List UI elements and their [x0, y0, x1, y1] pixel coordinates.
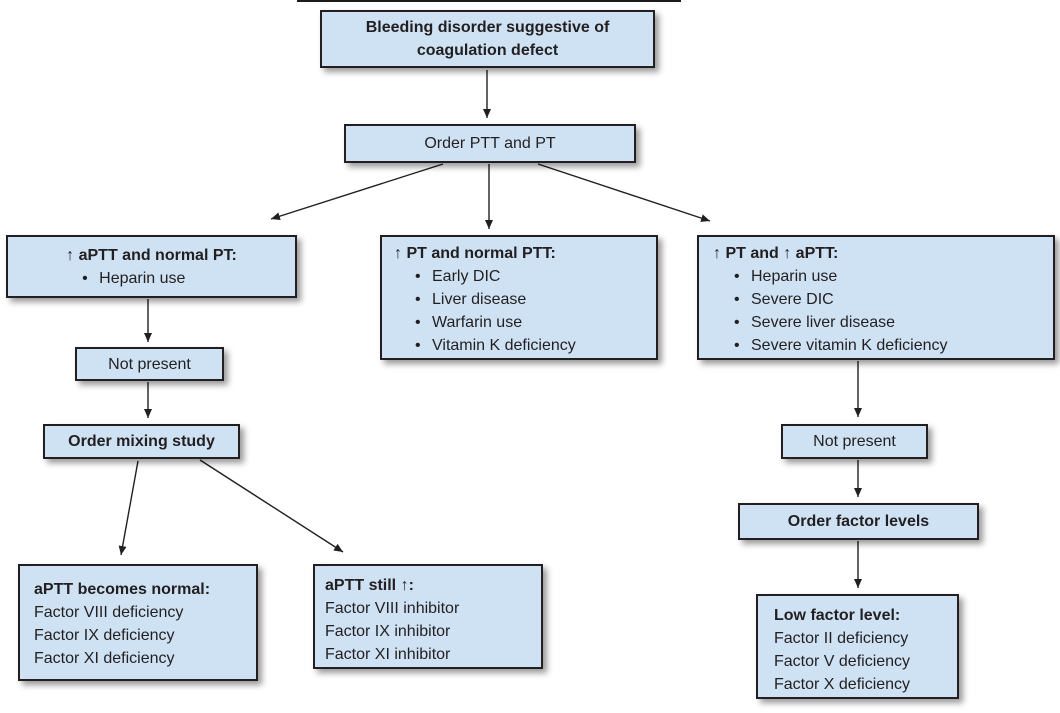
node-order-factor-levels: Order factor levels	[738, 503, 979, 540]
bullet-marker: •	[415, 291, 421, 308]
node-pt-high-title: ↑ PT and normal PTT:	[394, 245, 556, 262]
node-low-factor-line: Factor X deficiency	[774, 676, 911, 693]
node-pt-high-bullet: Early DIC	[432, 268, 501, 285]
bullet-marker: •	[82, 269, 88, 287]
node-aptt-still-line: Factor XI inhibitor	[325, 646, 451, 663]
node-aptt-still-line: Factor IX inhibitor	[325, 623, 451, 640]
node-low-factor-level: Low factor level: Factor II deficiency F…	[756, 594, 959, 699]
node-not-present-left: Not present	[75, 347, 224, 381]
node-aptt-still-title: aPTT still ↑:	[325, 577, 414, 594]
node-pt-high-bullet: Vitamin K deficiency	[432, 337, 576, 354]
node-not-present-left-label: Not present	[108, 355, 191, 373]
arrow-order-to-aptt-high	[270, 163, 444, 221]
node-low-factor-title: Low factor level:	[774, 607, 901, 624]
bullet-marker: •	[415, 337, 421, 354]
node-not-present-right-label: Not present	[813, 433, 896, 450]
node-order-ptt-pt: Order PTT and PT	[344, 124, 636, 163]
node-both-high-bullet: Severe vitamin K deficiency	[751, 337, 948, 354]
node-not-present-right: Not present	[781, 424, 928, 459]
node-aptt-normal-title: aPTT becomes normal:	[34, 581, 211, 598]
node-both-high-bullet: Severe liver disease	[751, 314, 896, 331]
node-aptt-high-title: ↑ aPTT and normal PT:	[66, 246, 237, 264]
bullet-marker: •	[734, 337, 740, 354]
node-aptt-becomes-normal: aPTT becomes normal: Factor VIII deficie…	[18, 564, 258, 681]
node-root: Bleeding disorder suggestive of coagulat…	[320, 10, 655, 68]
node-both-high-title: ↑ PT and ↑ aPTT:	[713, 245, 839, 262]
node-order-ptt-pt-label: Order PTT and PT	[424, 135, 556, 152]
bullet-marker: •	[734, 291, 740, 308]
node-pt-high-bullet: Liver disease	[432, 291, 527, 308]
bullet-marker: •	[734, 268, 740, 285]
node-pt-high-bullet: Warfarin use	[432, 314, 523, 331]
arrow-mixing-to-aptt-normal	[118, 460, 139, 556]
bullet-marker: •	[415, 268, 421, 285]
node-aptt-high-normal-pt: ↑ aPTT and normal PT: • Heparin use	[6, 235, 297, 298]
node-root-label: Bleeding disorder suggestive of coagulat…	[365, 19, 610, 59]
node-aptt-normal-line: Factor IX deficiency	[34, 627, 175, 644]
bullet-marker: •	[415, 314, 421, 331]
node-order-mixing-study-label: Order mixing study	[68, 433, 215, 450]
node-low-factor-line: Factor II deficiency	[774, 630, 909, 647]
node-aptt-still-line: Factor VIII inhibitor	[325, 600, 460, 617]
figure-top-rule	[297, 0, 681, 2]
node-low-factor-line: Factor V deficiency	[774, 653, 911, 670]
node-aptt-normal-line: Factor VIII deficiency	[34, 604, 184, 621]
node-both-high-bullet: Heparin use	[751, 268, 838, 285]
node-aptt-still-high: aPTT still ↑: Factor VIII inhibitor Fact…	[313, 564, 543, 669]
node-order-mixing-study: Order mixing study	[43, 424, 240, 459]
node-aptt-high-bullet: Heparin use	[99, 269, 186, 287]
arrow-mixing-to-aptt-still	[199, 459, 344, 553]
node-pt-high-aptt-high: ↑ PT and ↑ aPTT: • Heparin use • Severe …	[697, 235, 1055, 360]
node-aptt-normal-line: Factor XI deficiency	[34, 650, 175, 667]
node-both-high-bullet: Severe DIC	[751, 291, 834, 308]
arrow-order-to-both-high	[537, 163, 711, 222]
node-pt-high-normal-ptt: ↑ PT and normal PTT: • Early DIC • Liver…	[380, 235, 658, 360]
node-order-factor-levels-label: Order factor levels	[787, 513, 930, 530]
bullet-marker: •	[734, 314, 740, 331]
